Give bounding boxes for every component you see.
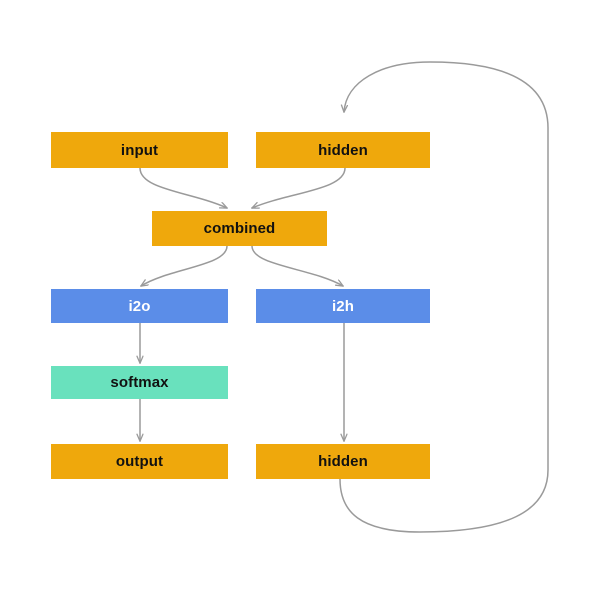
- node-hidden-input-label: hidden: [318, 141, 368, 159]
- node-output[interactable]: output: [51, 444, 228, 479]
- node-i2h[interactable]: i2h: [256, 289, 430, 323]
- node-i2h-label: i2h: [332, 297, 354, 315]
- edge-recurrent-loop: [339, 61, 549, 533]
- edge-combined-to-i2h: [251, 245, 343, 286]
- node-i2o[interactable]: i2o: [51, 289, 228, 323]
- node-hidden-input[interactable]: hidden: [256, 132, 430, 168]
- edge-input-to-combined: [139, 167, 227, 209]
- node-hidden-output[interactable]: hidden: [256, 444, 430, 479]
- node-combined-label: combined: [203, 220, 276, 237]
- node-output-label: output: [115, 453, 164, 470]
- node-input-label: input: [120, 141, 159, 159]
- node-input[interactable]: input: [51, 132, 228, 168]
- edge-hidden-to-combined: [252, 167, 346, 208]
- node-i2o-label: i2o: [128, 297, 151, 315]
- edge-combined-to-i2o: [141, 245, 228, 286]
- node-combined[interactable]: combined: [152, 211, 327, 246]
- node-softmax[interactable]: softmax: [51, 366, 228, 399]
- node-softmax-label: softmax: [110, 374, 169, 391]
- node-hidden-output-label: hidden: [318, 453, 368, 470]
